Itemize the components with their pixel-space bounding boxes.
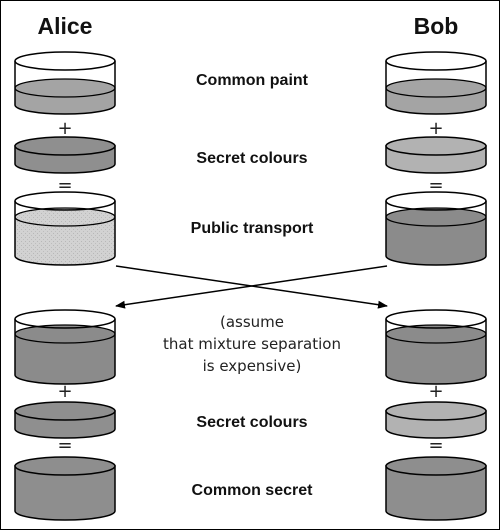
bob-secret-colour-disk [385,136,487,174]
alice-title: Alice [38,13,93,39]
alice-public-mixture-jar [14,191,116,266]
alice-plus-top: + [57,118,72,139]
alice-common-paint-jar [14,51,116,115]
note-line-2: that mixture separation [163,335,341,353]
bob-plus-bottom: + [428,381,443,402]
alice-equals-top: = [57,175,72,196]
secret-colours-label-bottom: Secret colours [196,414,307,431]
common-secret-label: Common secret [192,482,314,499]
bob-equals-top: = [428,175,443,196]
alice-secret-colour-disk [14,136,116,174]
alice-received-mixture-jar [14,309,116,385]
alice-equals-bottom: = [57,435,72,456]
bob-public-mixture-jar [385,191,487,266]
secret-colours-label-top: Secret colours [196,150,307,167]
bob-title: Bob [414,13,459,39]
alice-secret-colour-disk-2 [14,401,116,439]
bob-received-mixture-jar [385,309,487,385]
public-transport-label: Public transport [191,220,314,237]
common-paint-label: Common paint [196,72,309,89]
bob-equals-bottom: = [428,435,443,456]
note-line-1: (assume [220,313,284,331]
alice-plus-bottom: + [57,381,72,402]
note-line-3: is expensive) [203,357,302,375]
bob-common-paint-jar [385,51,487,115]
bob-plus-top: + [428,118,443,139]
bob-secret-colour-disk-2 [385,401,487,439]
bob-to-alice-arrow [115,265,388,309]
alice-common-secret-disk [14,456,116,521]
bob-common-secret-disk [385,456,487,521]
